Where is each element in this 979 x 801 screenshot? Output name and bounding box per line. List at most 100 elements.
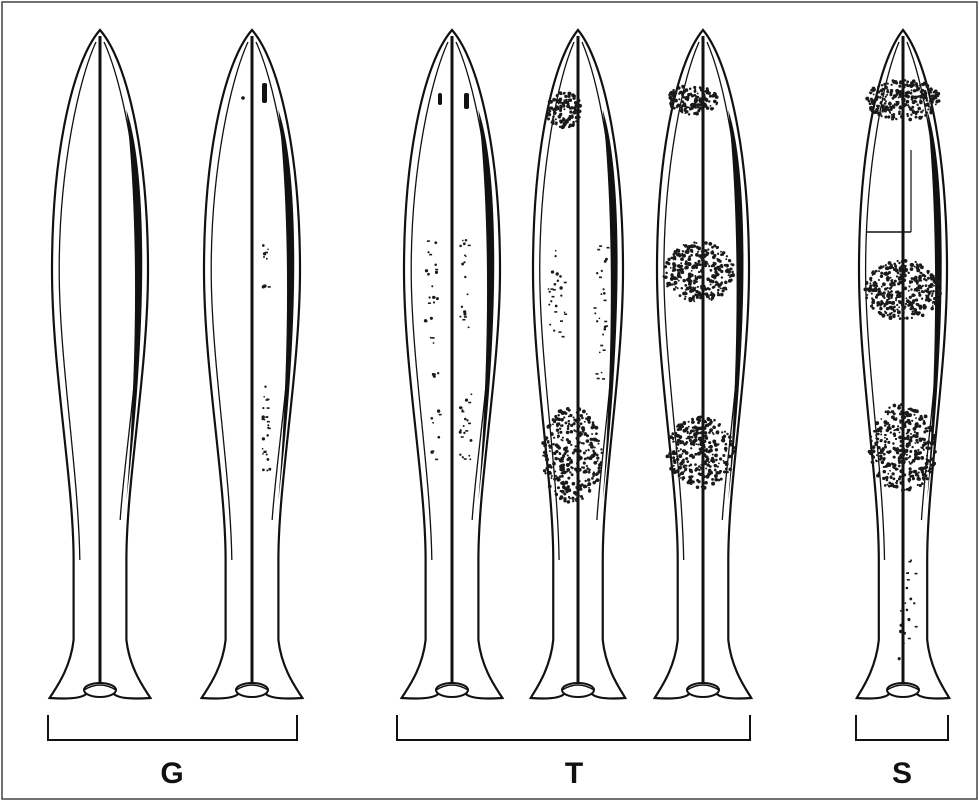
- stipple-dot: [713, 254, 716, 257]
- stipple-dash: [432, 337, 435, 339]
- stipple-dot: [687, 93, 691, 97]
- stipple-dot: [262, 469, 265, 472]
- stipple-dot: [901, 309, 903, 311]
- stipple-dot: [892, 425, 895, 428]
- stipple-dot: [677, 272, 680, 275]
- stipple-dot: [923, 304, 926, 307]
- stipple-dot: [909, 84, 913, 88]
- stipple-dot: [707, 91, 711, 95]
- stipple-dot: [706, 277, 710, 281]
- stipple-dot: [564, 311, 566, 313]
- stipple-dot: [700, 464, 702, 466]
- stipple-dash: [465, 430, 468, 432]
- stipple-dot: [899, 445, 902, 448]
- stipple-dot: [880, 418, 882, 420]
- stipple-dot: [891, 472, 894, 475]
- stipple-dot: [686, 287, 690, 291]
- stipple-dot: [552, 418, 555, 421]
- stipple-dot: [547, 112, 551, 116]
- stipple-dot: [594, 312, 596, 314]
- stipple-dot: [468, 326, 470, 328]
- stipple-dot: [916, 303, 919, 306]
- specimen-2: [202, 30, 303, 699]
- stipple-dot: [909, 444, 911, 446]
- stipple-dash: [908, 638, 911, 640]
- stipple-dot: [890, 109, 892, 111]
- stipple-dot: [461, 306, 463, 308]
- stipple-dot: [731, 271, 734, 274]
- stipple-dot: [899, 419, 902, 422]
- stipple-dot: [877, 428, 881, 432]
- stipple-dot: [922, 285, 924, 287]
- stipple-dot: [572, 452, 575, 455]
- stipple-dot: [906, 587, 909, 590]
- stipple-dot: [550, 432, 554, 436]
- stipple-dot: [712, 286, 715, 289]
- stipple-dot: [697, 92, 699, 94]
- stipple-dot: [721, 289, 724, 292]
- stipple-dot: [872, 307, 875, 310]
- stipple-dot: [718, 472, 721, 475]
- stipple-dot: [555, 305, 558, 308]
- stipple-dash: [604, 300, 607, 302]
- stipple-dot: [881, 461, 884, 464]
- stipple-dot: [670, 257, 673, 260]
- stipple-dot: [903, 84, 906, 87]
- stipple-dot: [899, 269, 903, 273]
- stipple-dot: [698, 437, 702, 441]
- stipple-dot: [577, 448, 580, 451]
- stipple-dot: [702, 286, 705, 289]
- stipple-dot: [910, 89, 912, 91]
- stipple-dot: [545, 436, 549, 440]
- stipple-dot: [555, 493, 558, 496]
- stipple-dot: [925, 284, 928, 287]
- stipple-dot: [678, 454, 682, 458]
- specimen-4: [531, 30, 626, 699]
- stipple-dot: [882, 282, 886, 286]
- stipple-dot: [436, 297, 439, 300]
- stipple-dash: [265, 252, 268, 254]
- stipple-dot: [912, 459, 916, 463]
- stipple-dot: [694, 469, 697, 472]
- stipple-dot: [578, 116, 580, 118]
- stipple-dot: [689, 87, 692, 90]
- stipple-dot: [866, 294, 868, 296]
- stipple-dot: [879, 439, 882, 442]
- stipple-dot: [909, 486, 912, 489]
- stipple-dot: [925, 111, 928, 114]
- stipple-dot: [897, 310, 901, 314]
- stipple-dot: [266, 453, 268, 455]
- stipple-dot: [904, 79, 907, 82]
- stipple-dot: [681, 92, 684, 95]
- stipple-dot: [897, 260, 899, 262]
- stipple-dot: [938, 293, 941, 296]
- stipple-dash: [602, 378, 605, 380]
- stipple-dot: [602, 334, 604, 336]
- stipple-dot: [697, 276, 700, 279]
- stipple-dot: [931, 429, 933, 431]
- stipple-dot: [869, 102, 872, 105]
- stipple-dot: [898, 465, 901, 468]
- stipple-dot: [672, 253, 675, 256]
- stipple-dot: [716, 273, 720, 277]
- stipple-dot: [702, 445, 705, 448]
- stipple-dot: [912, 470, 915, 473]
- stipple-dot: [903, 564, 905, 566]
- stipple-dot: [717, 465, 719, 467]
- stipple-dot: [569, 471, 571, 473]
- stipple-dot: [595, 474, 597, 476]
- stipple-dot: [563, 416, 565, 418]
- stipple-dot: [712, 454, 714, 456]
- stipple-dot: [677, 86, 680, 89]
- stipple-dot: [702, 434, 704, 436]
- stipple-dot: [694, 94, 697, 97]
- stipple-dot: [470, 439, 473, 442]
- stipple-dot: [933, 450, 935, 452]
- stipple-dot: [268, 468, 271, 471]
- stipple-dot: [552, 462, 556, 466]
- stipple-dot: [874, 446, 876, 448]
- stipple-dot: [687, 436, 691, 440]
- stipple-dot: [882, 295, 885, 298]
- stipple-dot: [428, 296, 430, 298]
- stipple-dot: [686, 250, 690, 254]
